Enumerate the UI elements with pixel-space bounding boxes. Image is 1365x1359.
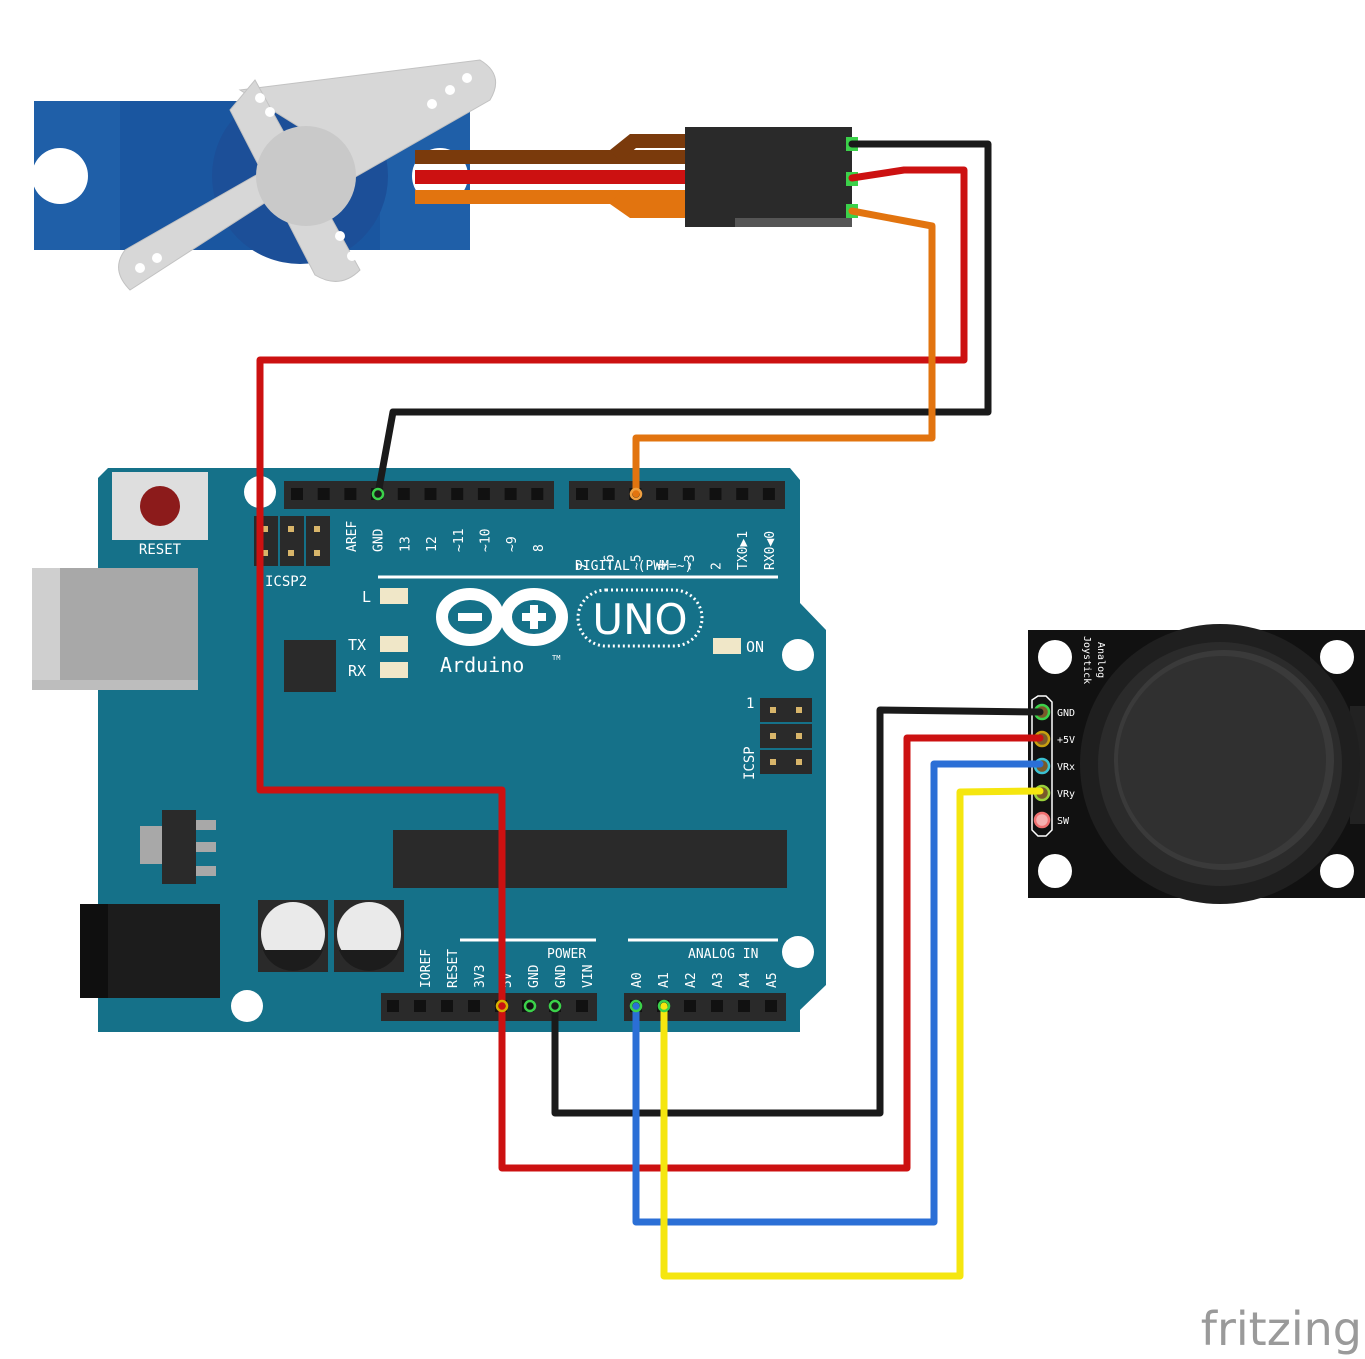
power-pin-label: VIN — [581, 965, 596, 988]
analog-pin-label: A5 — [765, 972, 780, 988]
power-label: POWER — [547, 947, 586, 962]
pin-label: AREF — [345, 521, 360, 552]
power-pin-label: RESET — [446, 949, 461, 988]
pin-label: ~3 — [683, 554, 698, 570]
pin-label: 13 — [398, 536, 413, 552]
arduino-uno-board: RESET ICSP2 L TX RX ON UNO Arduino TM — [32, 468, 826, 1032]
pin-label: 8 — [532, 544, 547, 552]
pin-label: RX0◀0 — [763, 531, 778, 570]
icsp-label: ICSP — [742, 746, 758, 780]
power-pin-label: GND — [527, 964, 542, 988]
icsp2-label: ICSP2 — [265, 574, 307, 590]
power-pin-label: GND — [554, 964, 569, 988]
joystick-pin-label: SW — [1057, 816, 1070, 827]
led-rx-label: RX — [348, 662, 366, 680]
brand-label: Arduino — [440, 653, 524, 677]
trademark-label: TM — [552, 654, 560, 662]
joystick-pin-label: +5V — [1057, 735, 1075, 746]
board-name: UNO — [592, 595, 687, 644]
power-pin-label: IOREF — [419, 949, 434, 988]
wire-servo-gnd — [374, 140, 992, 498]
arduino-logo — [436, 588, 568, 646]
wire-servo-signal — [632, 207, 936, 498]
servo-motor — [32, 59, 858, 291]
wire-joystick-vry — [660, 787, 1044, 1280]
pin-label: ~9 — [505, 536, 520, 552]
pin-label: ~6 — [603, 554, 618, 570]
analog-pin-label: A2 — [684, 972, 699, 988]
pin-label: ~11 — [452, 529, 467, 552]
fritzing-watermark: fritzing — [1201, 1302, 1362, 1356]
pin-label: 2 — [710, 562, 725, 570]
wire-joystick-gnd — [551, 706, 1044, 1117]
analog-pin-label: A3 — [711, 972, 726, 988]
pin-label: 4 — [656, 562, 671, 570]
reset-label: RESET — [139, 542, 182, 558]
pin-label: 7 — [576, 562, 591, 570]
icsp-pin1-label: 1 — [746, 696, 754, 712]
analog-pin-label: A0 — [630, 972, 645, 988]
pin-label: 12 — [425, 536, 440, 552]
wire-servo-power — [256, 166, 1044, 1172]
joystick-pin — [1033, 811, 1051, 829]
wire-joystick-vrx — [632, 760, 1044, 1226]
power-pin-label: 3V3 — [473, 965, 488, 988]
pin-label: GND — [372, 528, 387, 552]
pin-label: ~10 — [479, 529, 494, 552]
pin-label: TX0▶1 — [736, 531, 751, 570]
digital-label: DIGITAL (PWM=~) — [575, 559, 692, 574]
analog-pin-label: A4 — [738, 972, 753, 988]
led-tx-label: TX — [348, 636, 366, 654]
joystick-title-1: Analog — [1095, 642, 1106, 678]
led-l-label: L — [362, 588, 371, 606]
analog-pin-label: A1 — [657, 972, 672, 988]
analog-label: ANALOG IN — [688, 947, 758, 962]
joystick-pin-label: GND — [1057, 708, 1075, 719]
pin-label: ~5 — [629, 554, 644, 570]
joystick-pin-label: VRx — [1057, 762, 1075, 773]
joystick-title-2: Joystick — [1081, 636, 1092, 684]
wires — [256, 140, 1044, 1280]
joystick-pin-label: VRy — [1057, 789, 1075, 800]
led-on-label: ON — [746, 638, 764, 656]
